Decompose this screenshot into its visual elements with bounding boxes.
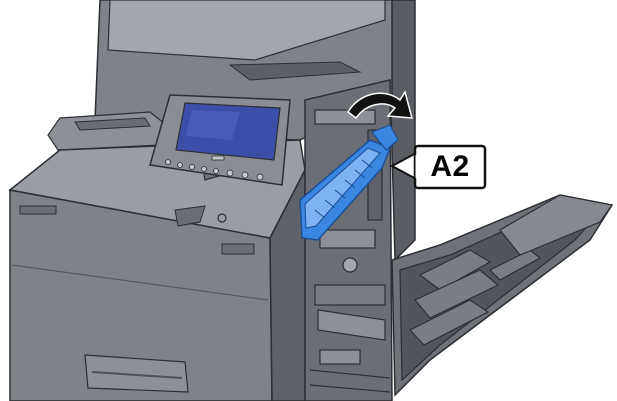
cover-guides <box>409 249 542 346</box>
control-panel-screen-glare <box>186 110 240 140</box>
main-body-right-face <box>269 169 306 401</box>
usb-port-indent <box>174 205 206 227</box>
highlighted-part-tab <box>371 124 399 151</box>
interior-mechanism <box>309 109 391 393</box>
left-output-tray <box>47 111 171 151</box>
rotate-arrow-icon <box>347 90 414 120</box>
rear-right-panel <box>387 0 416 262</box>
cover-outer-flap <box>499 194 614 256</box>
drawer-handle-inner <box>91 371 183 379</box>
upper-body-top-face <box>107 0 386 61</box>
control-panel-buttons <box>165 155 264 181</box>
highlighted-part-ribs <box>314 159 373 219</box>
front-label-slot-right <box>221 243 255 255</box>
callout-box <box>413 144 487 190</box>
power-button <box>217 213 227 223</box>
front-seam-line <box>11 264 269 301</box>
highlighted-part-a2-face <box>304 147 381 229</box>
drawer-handle <box>84 354 189 393</box>
left-output-tray-lip <box>74 117 151 131</box>
front-label-slot-left <box>19 205 57 215</box>
callout-label-a2: A2 <box>430 150 470 183</box>
output-tray-slot <box>228 61 362 81</box>
